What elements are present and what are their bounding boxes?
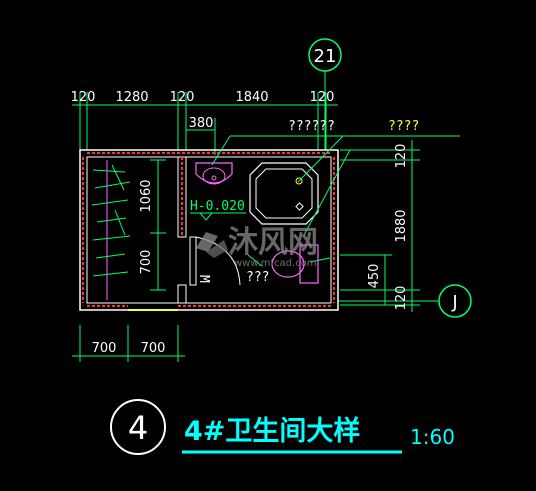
dim-right-4: 120 [394,286,409,311]
bottom-dimension-texts: 700 700 [92,341,166,356]
dim-left-inner-2: 700 [139,250,154,275]
annotation-question-white: ?????? [288,119,335,134]
grid-axis-j-label: J [451,292,457,313]
top-dimension-chain [72,92,338,155]
wash-basin [195,162,233,185]
dim-top-5: 120 [310,90,335,105]
annotation-question-bottom: ??? [246,270,269,285]
right-dimension-chain [340,140,420,312]
dim-bottom-1: 700 [92,341,117,356]
dim-top-3: 120 [170,90,195,105]
door-mark: M [196,275,211,283]
grid-axis-21-label: 21 [314,46,337,67]
annotation-leaders [211,135,460,267]
elevation-mark: H-0.020 [190,199,246,221]
dim-left-inner-1: 1060 [139,179,154,212]
dim-right-3: 450 [367,264,382,289]
left-inner-dimensions [150,159,166,291]
grid-axis-21: 21 [308,38,342,150]
dim-right-2: 1880 [394,209,409,242]
grid-axis-j: J [338,284,472,318]
top-dimension-texts: 120 1280 120 1840 120 380 [71,90,335,131]
toilet [271,244,319,284]
shower-tray [249,162,319,225]
right-dimension-texts: 120 1880 450 120 [367,144,409,311]
watermark-url: www.mfcad.com [234,258,317,269]
title-block: 4 4#卫生间大样 1:60 [110,399,455,455]
watermark-logo [196,232,218,252]
elevation-text: H-0.020 [190,199,245,214]
watermark-brand: 沐风网 [228,225,318,260]
drawing-scale: 1:60 [410,425,455,449]
dim-top-1: 120 [71,90,96,105]
bottom-dimension-chain [72,325,185,362]
walls [79,149,339,311]
annotation-question-yellow: ???? [388,119,419,134]
dim-top-sub: 380 [189,116,214,131]
watermark: 沐风网 www.mfcad.com [196,225,318,269]
left-room-hatch [91,160,131,300]
dim-right-1: 120 [394,144,409,169]
drawing-title: 4#卫生间大样 [184,415,360,447]
detail-number: 4 [128,409,148,447]
dim-top-4: 1840 [235,90,268,105]
dim-top-2: 1280 [115,90,148,105]
dim-bottom-2: 700 [141,341,166,356]
